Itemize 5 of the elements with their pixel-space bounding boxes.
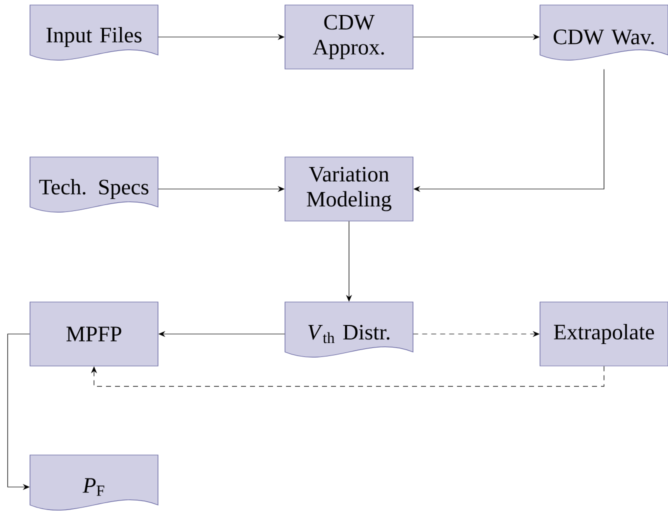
process-box: Extrapolate	[540, 302, 668, 366]
process-box: MPFP	[30, 302, 158, 366]
process-box: CDW Approx.	[284, 4, 414, 70]
process-box: Variation Modeling	[284, 156, 414, 222]
arrow	[90, 366, 604, 387]
